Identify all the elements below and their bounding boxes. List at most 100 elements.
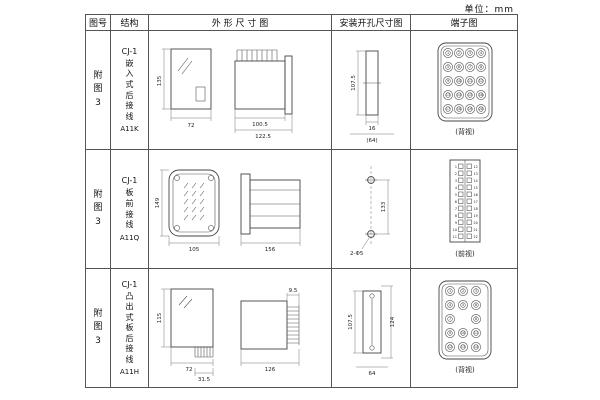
outline-drawing: 149 105 156 — [155, 169, 301, 253]
svg-text:2: 2 — [457, 51, 459, 55]
svg-text:3: 3 — [474, 289, 476, 293]
model-label: CJ-1 — [121, 279, 138, 289]
header-fig-no: 图号 — [85, 14, 111, 31]
header-terminal: 端子图 — [410, 14, 518, 31]
model-code: A11Q — [119, 233, 140, 242]
view-caption: (前视) — [455, 249, 475, 258]
structure-cell: CJ-1 嵌入式后接线 A11K — [110, 30, 149, 150]
svg-text:19: 19 — [473, 214, 477, 218]
svg-text:12: 12 — [478, 79, 482, 83]
structure-desc: 嵌入式后接线 — [125, 58, 134, 121]
svg-text:22: 22 — [473, 235, 477, 239]
mounting-cell: 133 2-Φ5 — [331, 149, 411, 269]
svg-text:10: 10 — [456, 79, 460, 83]
svg-text:18: 18 — [473, 207, 477, 211]
dimension-label: 105 — [189, 247, 200, 253]
svg-text:14: 14 — [456, 93, 460, 97]
svg-text:15: 15 — [473, 186, 477, 190]
svg-text:14: 14 — [473, 345, 477, 349]
svg-text:2: 2 — [454, 172, 456, 176]
fig-no-cell: 附图3 — [85, 149, 111, 269]
svg-text:2: 2 — [461, 289, 463, 293]
svg-text:13: 13 — [445, 93, 449, 97]
structure-cell: CJ-1 凸出式板后接线 A11H — [110, 268, 149, 388]
outline-cell: 135 72 100.5 122.5 — [148, 30, 332, 150]
svg-text:1: 1 — [446, 51, 448, 55]
svg-text:11: 11 — [467, 79, 471, 83]
dimension-label: 122.5 — [255, 134, 271, 140]
svg-text:9: 9 — [448, 331, 450, 335]
svg-text:10: 10 — [460, 331, 464, 335]
dimension-label: 16 — [369, 126, 376, 132]
dimension-label: 135 — [157, 75, 163, 86]
svg-text:1: 1 — [454, 165, 456, 169]
svg-text:16: 16 — [478, 93, 482, 97]
table-row: 附图3 CJ-1 板前接线 A11Q — [85, 149, 518, 269]
dimension-label: 149 — [155, 197, 161, 208]
dimension-label: 107.5 — [351, 75, 357, 91]
svg-text:20: 20 — [473, 221, 477, 225]
outline-drawing: 115 72 31.5 9.5 — [157, 288, 300, 383]
mounting-cell: 107.5 124 64 — [331, 268, 411, 388]
fig-no: 附图3 — [93, 70, 103, 108]
spec-table: 图号 结构 外 形 尺 寸 图 安装开孔尺寸图 端子图 附图3 CJ-1 嵌入式… — [85, 14, 518, 388]
svg-text:11: 11 — [473, 331, 477, 335]
header-row: 图号 结构 外 形 尺 寸 图 安装开孔尺寸图 端子图 — [85, 14, 518, 31]
svg-text:13: 13 — [473, 172, 477, 176]
svg-text:6: 6 — [454, 200, 456, 204]
svg-text:17: 17 — [445, 107, 449, 111]
mounting-cell: 107.5 16 (64) — [331, 30, 411, 150]
table-row: 附图3 CJ-1 嵌入式后接线 A11K 135 — [85, 30, 518, 150]
svg-text:5: 5 — [461, 303, 463, 307]
svg-text:3: 3 — [454, 179, 456, 183]
svg-text:14: 14 — [473, 179, 477, 183]
svg-text:19: 19 — [467, 107, 471, 111]
svg-text:5: 5 — [446, 65, 448, 69]
header-structure: 结构 — [110, 14, 149, 31]
svg-text:7: 7 — [454, 207, 456, 211]
hole-note: 2-Φ5 — [350, 251, 364, 257]
svg-text:8: 8 — [474, 317, 476, 321]
dimension-label: 64 — [369, 371, 376, 377]
fig-no: 附图3 — [93, 308, 103, 346]
dimension-label: 126 — [265, 367, 276, 373]
dimension-label: 72 — [186, 367, 193, 373]
svg-text:21: 21 — [473, 228, 477, 232]
outline-drawing: 135 72 100.5 122.5 — [157, 48, 293, 140]
svg-text:7: 7 — [468, 65, 470, 69]
dimension-label: 100.5 — [252, 122, 268, 128]
view-caption: (背视) — [455, 365, 475, 374]
dimension-label: 156 — [265, 247, 276, 253]
structure-desc: 板前接线 — [125, 188, 134, 230]
unit-label: 单位：mm — [464, 5, 514, 15]
svg-text:6: 6 — [457, 65, 459, 69]
view-caption: (背视) — [455, 127, 475, 136]
dimension-label: 115 — [157, 312, 163, 323]
svg-text:10: 10 — [452, 228, 456, 232]
svg-text:8: 8 — [454, 214, 456, 218]
dimension-label: 72 — [188, 123, 195, 129]
svg-text:15: 15 — [467, 93, 471, 97]
svg-text:4: 4 — [479, 51, 481, 55]
svg-text:17: 17 — [473, 200, 477, 204]
dimension-label: 133 — [381, 201, 387, 212]
header-outline: 外 形 尺 寸 图 — [148, 14, 332, 31]
model-label: CJ-1 — [121, 176, 138, 186]
svg-text:4: 4 — [448, 303, 450, 307]
dimension-label: 124 — [390, 316, 396, 327]
mounting-drawing: 107.5 124 64 — [348, 285, 396, 377]
svg-text:5: 5 — [454, 193, 456, 197]
mounting-drawing: 133 2-Φ5 — [350, 166, 390, 257]
svg-text:9: 9 — [446, 79, 448, 83]
svg-text:12: 12 — [447, 345, 451, 349]
model-code: A11H — [120, 368, 139, 377]
svg-text:9: 9 — [454, 221, 456, 225]
